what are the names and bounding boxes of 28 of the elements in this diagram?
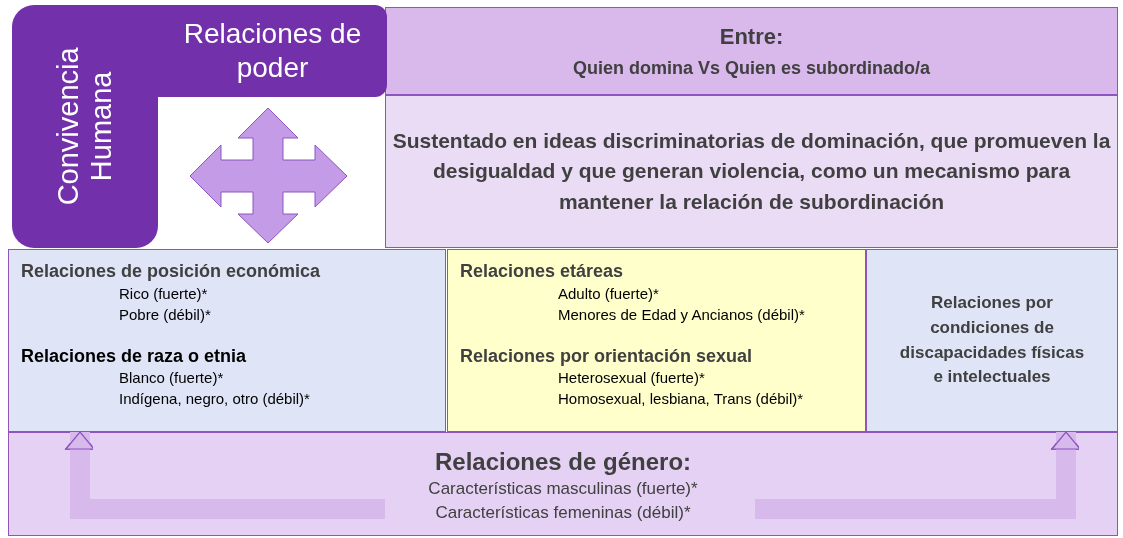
box-title: Relaciones de poder (182, 17, 363, 85)
description-box (385, 95, 1118, 248)
header-box (385, 7, 1118, 95)
list-item: Heterosexual (fuerte)* (557, 368, 706, 388)
list-item: Características masculinas (fuerte)* (428, 478, 698, 500)
list-heading: Relaciones de posición económica (21, 260, 322, 283)
list-item: Indígena, negro, otro (débil)* (118, 389, 311, 409)
list-heading: Relaciones por orientación sexual (460, 344, 754, 367)
list-item: Homosexual, lesbiana, Trans (débil)* (557, 389, 805, 409)
category-tab (12, 5, 158, 248)
box-heading: Entre: (719, 23, 784, 51)
list-item: Adulto (fuerte)* (557, 283, 660, 304)
box-heading: Relaciones de género: (434, 447, 692, 477)
list-heading: Relaciones de raza o etnia (21, 344, 248, 367)
box-title: Convivencia Humana (51, 46, 118, 208)
list-item: Rico (fuerte)* (118, 283, 209, 304)
relation-box (447, 249, 866, 432)
box-text: Relaciones por condiciones de discapacidades físicas e intelectuales (898, 292, 1086, 389)
list-item: Blanco (fuerte)* (118, 368, 225, 388)
list-heading: Relaciones etáreas (460, 260, 625, 283)
relation-box (866, 249, 1118, 432)
relation-box (8, 249, 446, 432)
box-text: Quien domina Vs Quien es subordinado/a (572, 56, 931, 79)
list-item: Menores de Edad y Ancianos (débil)* (557, 304, 806, 325)
list-item: Pobre (débil)* (118, 304, 212, 325)
list-item: Características femeninas (débil)* (435, 501, 691, 524)
description-text: Sustentado en ideas discriminatorias de dominación, que promueven la desigualdad y que generan violencia, como un mecanismo para mantener la relación de subordinación (391, 127, 1112, 215)
title-box (158, 5, 387, 97)
